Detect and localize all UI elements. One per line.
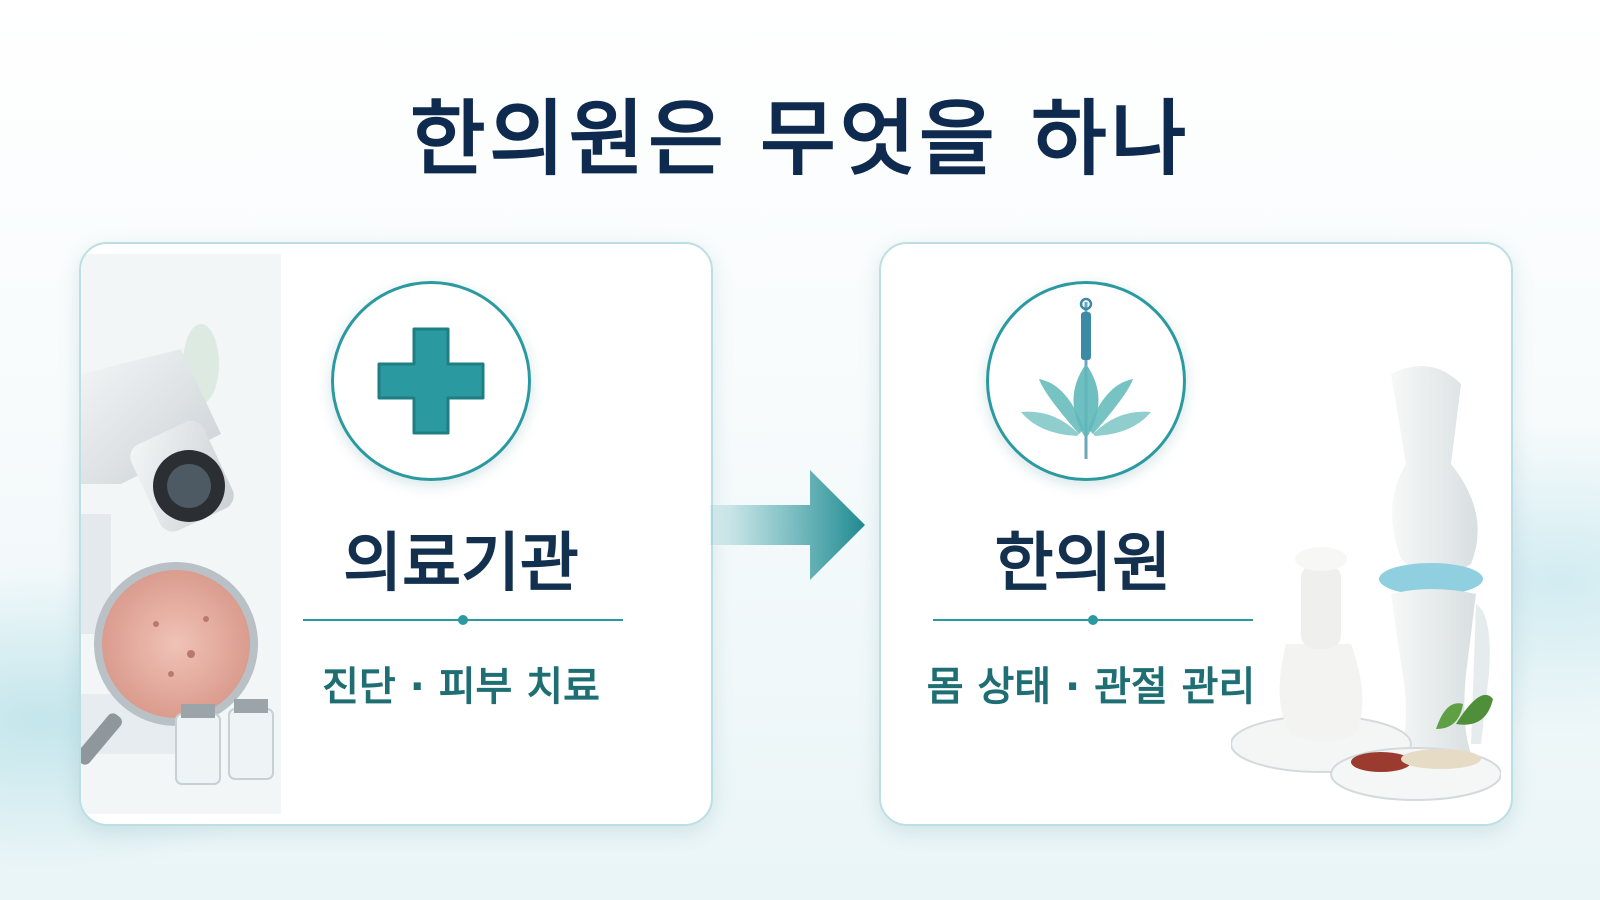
card-description-korean-medicine: 몸 상태 · 관절 관리 xyxy=(926,664,1256,710)
divider-dot xyxy=(1088,615,1098,625)
divider-dot xyxy=(458,615,468,625)
card-label-medical: 의료기관 xyxy=(343,527,579,601)
card-korean-medicine: 한의원 몸 상태 · 관절 관리 xyxy=(879,242,1513,826)
microscope-illustration xyxy=(81,254,281,814)
medical-cross-icon-circle xyxy=(331,281,531,481)
page-title: 한의원은 무엇을 하나 xyxy=(409,92,1191,187)
right-arrow-icon xyxy=(710,470,865,580)
card-medical-institution: 의료기관 진단 · 피부 치료 xyxy=(79,242,713,826)
acupuncture-lotus-icon-circle xyxy=(986,281,1186,481)
card-description-medical: 진단 · 피부 치료 xyxy=(322,664,600,710)
acupuncture-lotus-icon xyxy=(1021,297,1151,459)
medical-cross-icon xyxy=(377,327,485,435)
card-label-korean-medicine: 한의원 xyxy=(994,527,1172,601)
herbal-joint-illustration xyxy=(1231,366,1501,801)
